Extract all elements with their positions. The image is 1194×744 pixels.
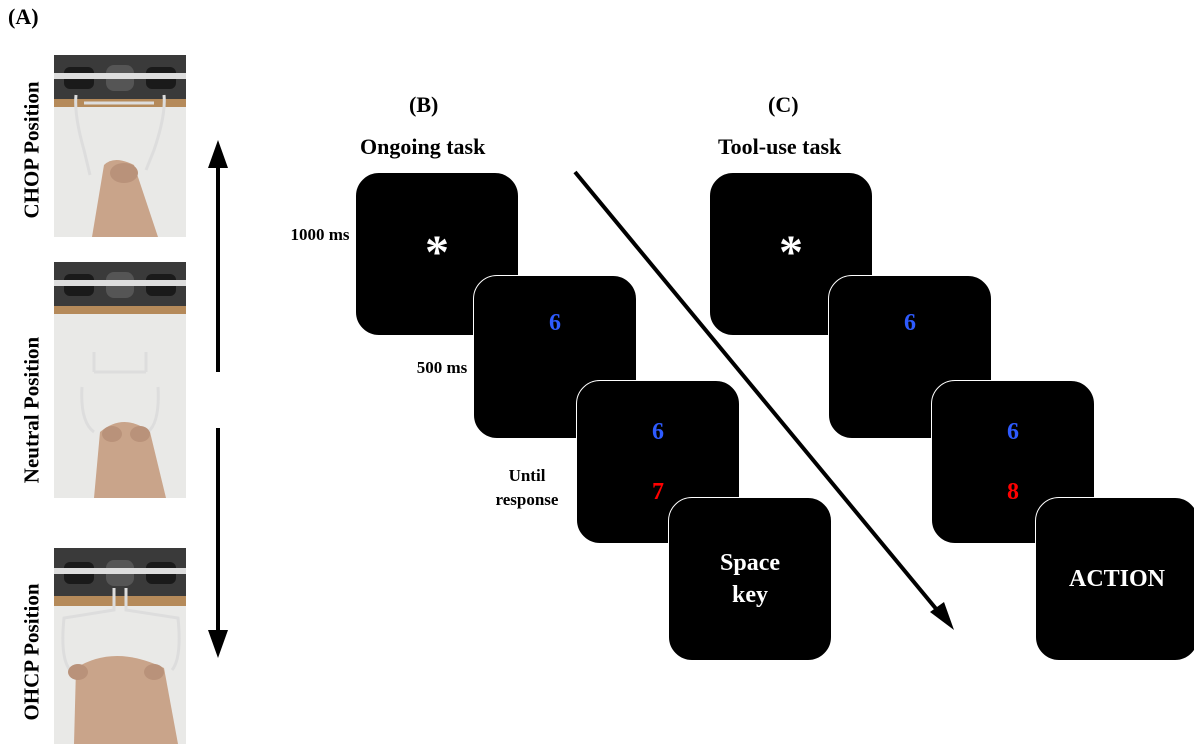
- timing-fixation: 1000 ms: [290, 225, 350, 244]
- space-key-label: Space key: [720, 550, 780, 608]
- second-digit-top: 6: [652, 419, 664, 445]
- fixation-asterisk: *: [779, 226, 803, 279]
- panel-b-tag: (B): [409, 92, 439, 117]
- first-digit: 6: [549, 310, 561, 336]
- second-digit-bottom: 8: [1007, 479, 1019, 505]
- second-digit-bottom: 7: [652, 479, 664, 505]
- first-digit: 6: [904, 310, 916, 336]
- panel-b-title: Ongoing task: [360, 134, 486, 159]
- tool-response-screen: ACTION: [1035, 497, 1194, 661]
- up-arrow: [208, 140, 228, 372]
- action-label: ACTION: [1068, 566, 1165, 592]
- timing-second-digit: Until response: [495, 466, 559, 509]
- fixation-asterisk: *: [425, 226, 449, 279]
- diagonal-arrow: [573, 170, 954, 630]
- chop-position-photo: [54, 55, 186, 237]
- timing-first-digit: 500 ms: [416, 358, 468, 377]
- ohcp-position-photo: [54, 548, 186, 744]
- neutral-position-photo: [54, 262, 186, 498]
- second-digit-top: 6: [1007, 419, 1019, 445]
- down-arrow: [208, 428, 228, 658]
- panel-c-title: Tool-use task: [718, 134, 842, 159]
- panel-c-tag: (C): [768, 92, 799, 117]
- panel-a-tag: (A): [8, 4, 39, 29]
- ongoing-response-screen: Space key: [668, 497, 832, 661]
